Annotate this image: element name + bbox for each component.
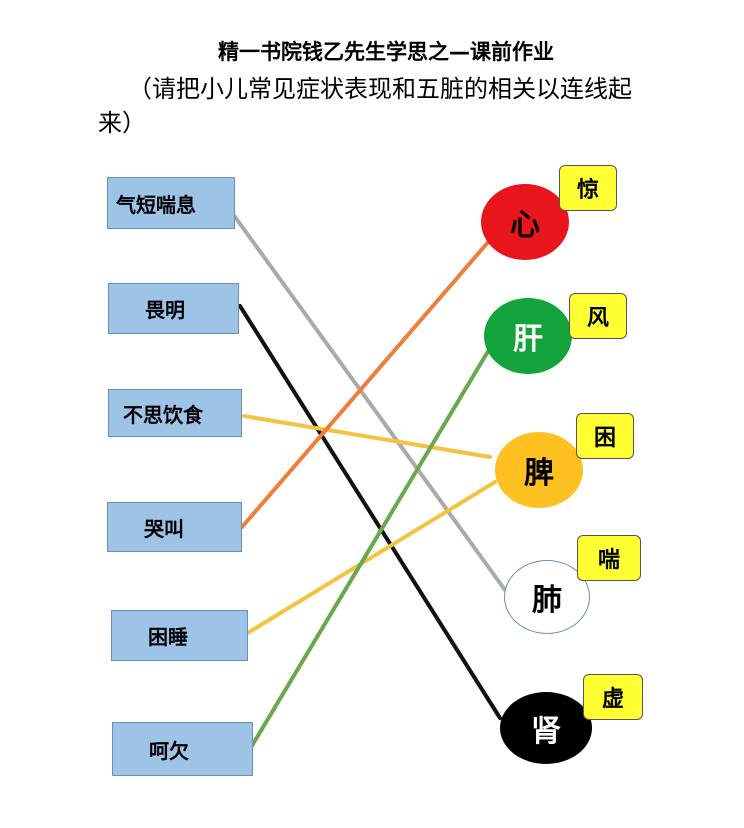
connection-line-5 bbox=[244, 480, 497, 636]
symptom-box-5[interactable]: 困睡 bbox=[111, 610, 248, 661]
symptom-label: 不思饮食 bbox=[123, 402, 203, 427]
organ-label: 肾 bbox=[531, 714, 561, 749]
organ-circle-liver[interactable]: 肝 bbox=[484, 298, 572, 374]
symptom-label: 畏明 bbox=[145, 298, 185, 322]
organ-label: 肺 bbox=[532, 583, 562, 618]
symptom-box-1[interactable]: 气短喘息 bbox=[107, 177, 235, 229]
symptom-label: 哭叫 bbox=[144, 516, 184, 541]
tag-label: 困 bbox=[593, 426, 616, 451]
connection-line-1 bbox=[228, 208, 507, 592]
page-title: 精一书院钱乙先生学思之—课前作业 bbox=[218, 40, 554, 64]
symptom-label: 困睡 bbox=[148, 625, 188, 649]
symptom-label: 呵欠 bbox=[149, 738, 189, 763]
symptom-box-2[interactable]: 畏明 bbox=[108, 283, 239, 334]
organ-tag-heart: 惊 bbox=[559, 165, 617, 211]
organ-label: 心 bbox=[510, 208, 540, 243]
symptom-box-4[interactable]: 哭叫 bbox=[107, 502, 242, 552]
organ-tag-liver: 风 bbox=[569, 293, 627, 339]
tag-label: 虚 bbox=[601, 687, 624, 712]
tag-label: 喘 bbox=[597, 548, 620, 573]
symptom-box-3[interactable]: 不思饮食 bbox=[108, 389, 242, 437]
organ-tag-spleen: 困 bbox=[576, 413, 634, 459]
organ-circle-spleen[interactable]: 脾 bbox=[495, 432, 583, 508]
tag-label: 惊 bbox=[576, 178, 599, 203]
instruction-text: （请把小儿常见症状表现和五脏的相关以连线起来） bbox=[98, 75, 632, 137]
tag-label: 风 bbox=[586, 306, 609, 331]
organ-label: 肝 bbox=[513, 322, 543, 357]
organ-tag-lung: 喘 bbox=[577, 535, 641, 581]
connection-line-6 bbox=[248, 346, 492, 751]
organ-circle-lung[interactable]: 肺 bbox=[504, 560, 590, 634]
connection-line-4 bbox=[240, 231, 498, 529]
symptom-box-6[interactable]: 呵欠 bbox=[112, 722, 253, 776]
connection-line-3 bbox=[242, 414, 492, 459]
organ-circle-heart[interactable]: 心 bbox=[481, 184, 569, 260]
organ-circle-kidney[interactable]: 肾 bbox=[500, 692, 592, 764]
organ-tag-kidney: 虚 bbox=[583, 674, 643, 720]
connection-line-2 bbox=[238, 304, 502, 720]
symptom-label: 气短喘息 bbox=[116, 192, 196, 217]
organ-label: 脾 bbox=[524, 456, 554, 491]
